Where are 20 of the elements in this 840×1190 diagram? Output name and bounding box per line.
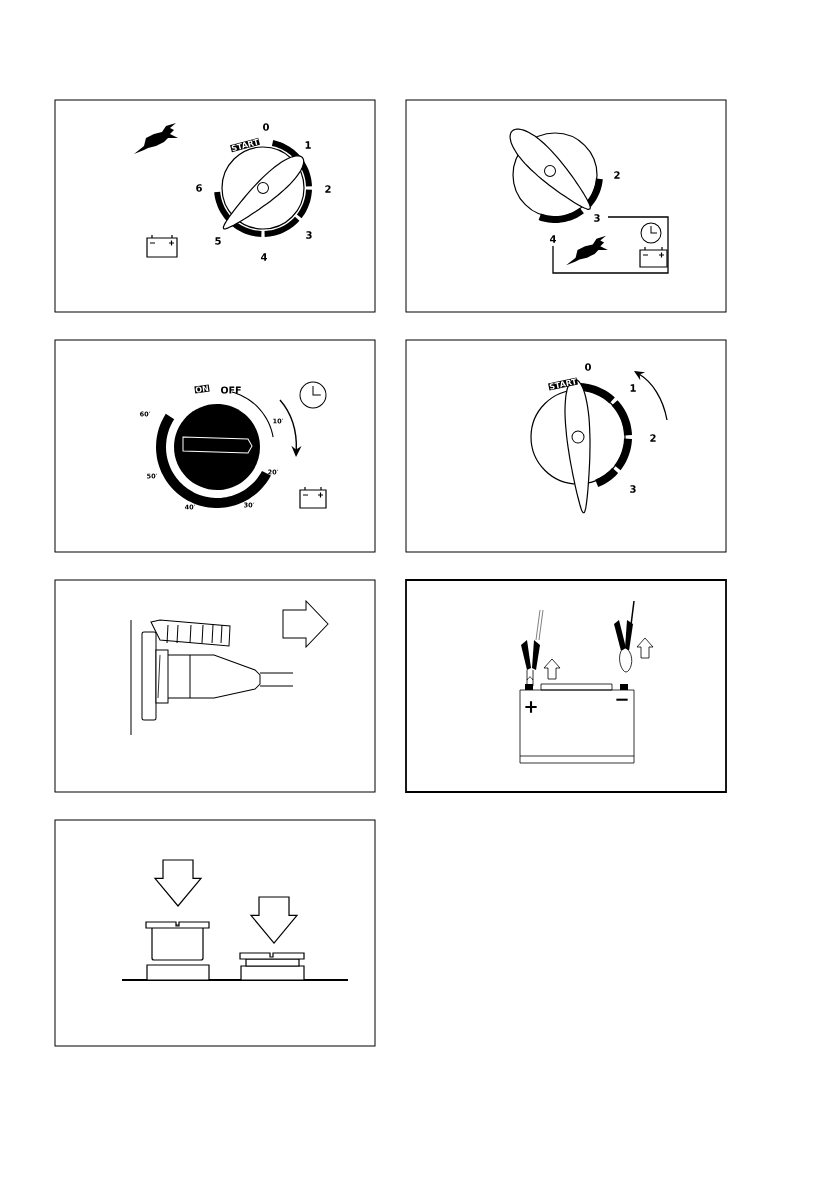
dial-label: OFF xyxy=(220,386,241,394)
polarity-sign: − xyxy=(616,698,628,701)
dial-number: 1 xyxy=(630,384,636,392)
dial-number: 3 xyxy=(306,231,312,239)
dial-number: 2 xyxy=(650,434,656,442)
dial-number: 3 xyxy=(594,214,600,222)
dial-number: 6 xyxy=(196,184,202,192)
dial-number: 1 xyxy=(305,141,311,149)
dial-number: 2 xyxy=(614,171,620,179)
dial-number: 2 xyxy=(325,185,331,193)
dial-tag: START xyxy=(230,137,260,153)
dial-number: 0 xyxy=(585,363,591,371)
dial-number: 3 xyxy=(630,485,636,493)
dial-number: 5 xyxy=(215,237,221,245)
polarity-sign: + xyxy=(525,701,537,713)
dial-tag: START xyxy=(548,377,578,391)
dial-number: 4 xyxy=(550,235,557,243)
dial-tag: ON xyxy=(194,384,210,394)
dial-number: 4 xyxy=(261,253,268,261)
dial-number: 0 xyxy=(263,123,269,131)
